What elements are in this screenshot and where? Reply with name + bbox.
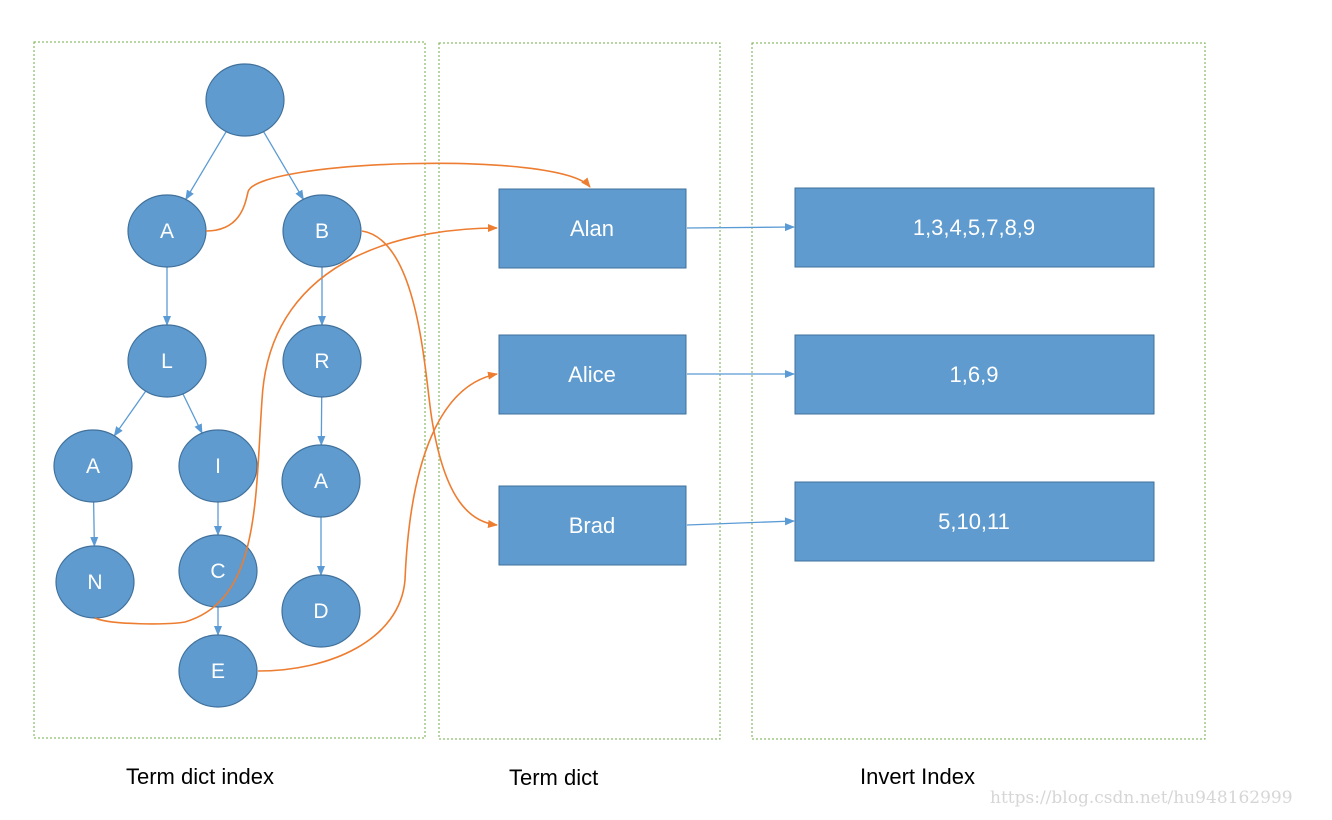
posting-label: 1,3,4,5,7,8,9 <box>913 215 1035 240</box>
trie-node-label: L <box>161 350 173 373</box>
trie-edge <box>263 131 304 201</box>
term-label: Alice <box>568 362 616 387</box>
trie-root-node <box>205 63 285 137</box>
trie-edge <box>185 131 227 201</box>
trie-node-n: N <box>55 545 135 619</box>
watermark: https://blog.csdn.net/hu948162999 <box>990 788 1293 808</box>
link-a-to-alan <box>205 162 591 232</box>
caption-term-dict-index: Term dict index <box>126 764 274 789</box>
trie-node-r: R <box>282 324 362 398</box>
trie-node-label: D <box>313 600 328 623</box>
trie-node-label: A <box>160 220 174 243</box>
invert-index-panel <box>751 42 1206 740</box>
trie-node-a: A <box>281 444 361 518</box>
posting-label: 5,10,11 <box>938 509 1010 534</box>
term-dict-index-panel <box>33 41 426 739</box>
term-dict-panel <box>438 42 721 740</box>
trie-node-l: L <box>127 324 207 398</box>
link-b-to-brad <box>361 230 498 528</box>
trie-node-label: A <box>314 470 328 493</box>
posting-label: 1,6,9 <box>950 362 999 387</box>
trie-node-c: C <box>178 534 258 608</box>
trie-node-label: I <box>215 455 221 478</box>
trie-node-a: A <box>127 194 207 268</box>
trie-edge <box>182 393 203 435</box>
link-n-to-alan <box>94 224 498 625</box>
caption-invert-index: Invert Index <box>860 764 975 789</box>
posting-list: 5,10,11 <box>794 481 1155 562</box>
trie-node-label: A <box>86 455 100 478</box>
trie-node-e: E <box>178 634 258 708</box>
trie-node-label: R <box>314 350 329 373</box>
trie-node-b: B <box>282 194 362 268</box>
trie-edge <box>113 390 147 437</box>
trie-node-a: A <box>53 429 133 503</box>
trie-node-label: E <box>211 660 225 683</box>
term-label: Brad <box>569 513 615 538</box>
link-e-to-alice <box>257 371 498 672</box>
trie-node-label: C <box>210 560 225 583</box>
term-alan: Alan <box>498 188 687 269</box>
posting-list: 1,3,4,5,7,8,9 <box>794 187 1155 268</box>
term-alice: Alice <box>498 334 687 415</box>
posting-list: 1,6,9 <box>794 334 1155 415</box>
trie-node-label: N <box>87 571 102 594</box>
term-brad: Brad <box>498 485 687 566</box>
trie-node-d: D <box>281 574 361 648</box>
term-label: Alan <box>570 216 614 241</box>
trie-node-i: I <box>178 429 258 503</box>
trie-edge <box>90 501 99 548</box>
trie-node-label: B <box>315 220 329 243</box>
term-to-posting-arrow <box>686 517 795 526</box>
caption-term-dict: Term dict <box>509 765 599 790</box>
term-to-posting-arrow <box>686 223 795 232</box>
